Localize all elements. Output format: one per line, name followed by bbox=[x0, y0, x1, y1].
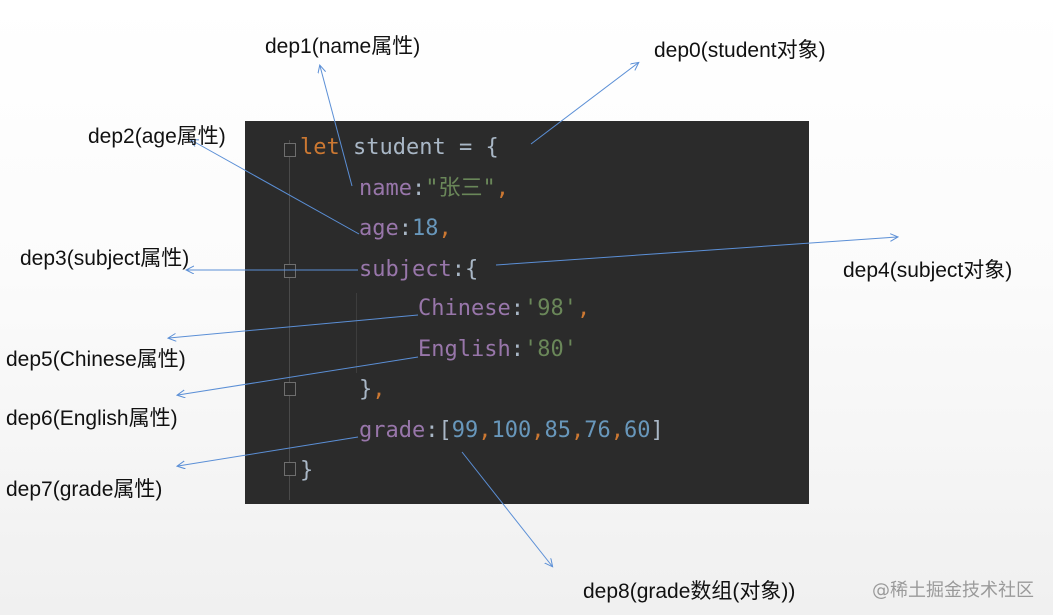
string-value: "张三" bbox=[425, 176, 496, 201]
comma: , bbox=[610, 418, 624, 443]
watermark: @稀土掘金技术社区 bbox=[872, 580, 1034, 601]
property-age: age bbox=[359, 216, 399, 241]
arrow-dep7 bbox=[178, 436, 359, 466]
label-dep7: dep7(grade属性) bbox=[6, 478, 163, 501]
colon: : bbox=[398, 216, 412, 241]
colon: : bbox=[425, 418, 439, 443]
code-line-4: subject:{ bbox=[359, 257, 478, 283]
comma: , bbox=[438, 216, 452, 241]
array-value: 76 bbox=[584, 418, 611, 443]
arrow-dep0 bbox=[530, 63, 638, 145]
property-grade: grade bbox=[359, 418, 426, 443]
comma: , bbox=[478, 418, 492, 443]
label-dep3: dep3(subject属性) bbox=[20, 247, 190, 270]
keyword-let: let bbox=[300, 135, 340, 160]
arrow-dep6 bbox=[178, 356, 419, 395]
comma: , bbox=[372, 377, 386, 402]
string-value: '98' bbox=[523, 296, 577, 321]
property-chinese: Chinese bbox=[418, 296, 511, 321]
label-dep8: dep8(grade数组(对象)) bbox=[583, 580, 796, 603]
arrow-dep2 bbox=[191, 140, 360, 235]
code-line-6: English:'80' bbox=[418, 337, 577, 363]
code-line-9: } bbox=[300, 458, 313, 484]
array-value: 99 bbox=[451, 418, 479, 443]
comma: , bbox=[576, 296, 591, 321]
close-brace: } bbox=[359, 377, 373, 402]
label-dep2: dep2(age属性) bbox=[88, 125, 226, 148]
code-line-1: let student = { bbox=[300, 135, 499, 161]
property-english: English bbox=[418, 337, 511, 362]
property-name: name bbox=[359, 176, 412, 201]
arrow-dep4 bbox=[495, 237, 897, 266]
label-dep5: dep5(Chinese属性) bbox=[6, 348, 186, 371]
arrow-dep5 bbox=[169, 314, 419, 338]
open-bracket: [ bbox=[438, 418, 452, 443]
code-text: student = { bbox=[339, 135, 499, 160]
label-dep1: dep1(name属性) bbox=[265, 35, 421, 58]
label-dep0: dep0(student对象) bbox=[654, 39, 826, 62]
code-line-5: Chinese:'98', bbox=[418, 296, 590, 322]
code-line-7: }, bbox=[359, 377, 386, 403]
number-value: 18 bbox=[412, 216, 439, 241]
array-value: 85 bbox=[544, 418, 571, 443]
label-dep6: dep6(English属性) bbox=[6, 407, 178, 430]
array-value: 100 bbox=[491, 418, 532, 443]
comma: , bbox=[531, 418, 545, 443]
indent-guide bbox=[356, 293, 357, 373]
colon: : bbox=[451, 257, 465, 282]
label-dep4: dep4(subject对象) bbox=[843, 259, 1013, 282]
gutter-line bbox=[289, 140, 290, 500]
code-line-8: grade:[99,100,85,76,60] bbox=[359, 418, 664, 444]
fold-marker-icon bbox=[284, 382, 296, 396]
colon: : bbox=[510, 337, 524, 362]
close-bracket: ] bbox=[650, 418, 664, 443]
comma: , bbox=[570, 418, 585, 443]
code-line-2: name:"张三", bbox=[359, 176, 509, 202]
comma: , bbox=[495, 176, 509, 201]
colon: : bbox=[510, 296, 524, 321]
code-line-3: age:18, bbox=[359, 216, 452, 242]
string-value: '80' bbox=[523, 337, 577, 362]
open-brace: { bbox=[464, 257, 479, 282]
arrow-dep1 bbox=[320, 66, 353, 187]
colon: : bbox=[411, 176, 426, 201]
close-brace: } bbox=[300, 458, 314, 483]
fold-marker-icon bbox=[284, 264, 296, 278]
array-value: 60 bbox=[623, 418, 651, 443]
arrow-dep8 bbox=[461, 451, 552, 566]
fold-marker-icon bbox=[284, 462, 296, 476]
fold-marker-icon bbox=[284, 143, 296, 157]
property-subject: subject bbox=[359, 257, 452, 282]
